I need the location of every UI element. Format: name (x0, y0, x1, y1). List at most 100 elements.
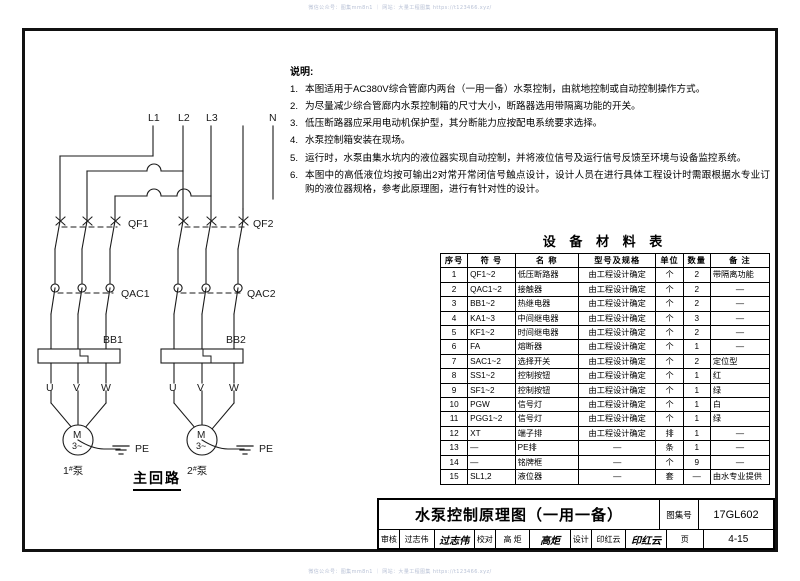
cell-no: 6 (439, 339, 469, 355)
pe-label-2: PE (259, 443, 273, 455)
cell-name: 铭牌框 (514, 454, 579, 471)
terminal-label-u2: U (169, 382, 177, 394)
cell-rem: — (709, 339, 771, 355)
cell-name: 控制按钮 (514, 382, 579, 399)
cell-sym: — (467, 440, 516, 456)
cell-spec: 由工程设计确定 (577, 382, 657, 399)
cell-unit: 个 (655, 281, 684, 298)
design-label: 设计 (571, 530, 592, 548)
cell-unit: 个 (655, 454, 684, 471)
cell-spec: 由工程设计确定 (577, 281, 657, 298)
cell-spec: — (577, 454, 657, 471)
cell-name: 热继电器 (514, 296, 579, 312)
col-header-rem: 备 注 (709, 252, 771, 269)
cell-no: 2 (439, 281, 469, 298)
phase-label-l2: L2 (178, 112, 190, 124)
cell-spec: — (577, 469, 657, 485)
pe-label-1: PE (135, 443, 149, 455)
cell-name: 液位器 (514, 469, 579, 485)
cell-name: 低压断路器 (514, 267, 579, 283)
cell-rem: — (709, 425, 771, 442)
phase-label-l3: L3 (206, 112, 218, 124)
note-number: 5. (290, 152, 299, 164)
note-text: 本图中的高低液位均按可输出2对常开常闭信号触点设计，设计人员在进行具体工程设计时… (305, 169, 770, 196)
cell-qty: 1 (682, 368, 711, 384)
cell-no: 4 (439, 310, 469, 327)
drawing-frame: L1 L2 L3 N QF1 QF2 QAC1 QAC2 BB1 BB2 U V… (22, 28, 778, 552)
note-text: 本图适用于AC380V综合管廊内两台（一用一备）水泵控制，由就地控制或自动控制操… (305, 84, 706, 96)
note-text: 低压断路器应采用电动机保护型，其分断能力应按配电系统要求选择。 (305, 118, 603, 130)
pump-label-2: 2#泵 (187, 465, 208, 477)
notes-title: 说明: (290, 67, 314, 78)
review-label: 审核 (379, 530, 400, 548)
terminal-label-w2: W (229, 382, 239, 394)
phase-label-l1: L1 (148, 112, 160, 124)
cell-unit: 套 (655, 469, 684, 485)
cell-unit: 个 (655, 339, 684, 355)
cell-no: 7 (439, 353, 469, 370)
note-number: 6. (290, 169, 299, 181)
cell-unit: 个 (655, 310, 684, 327)
cell-rem: — (709, 454, 771, 471)
cell-qty: 2 (682, 281, 711, 298)
cell-unit: 个 (655, 325, 684, 341)
cell-name: 接触器 (514, 281, 579, 298)
page-value: 4-15 (728, 533, 749, 545)
page-label: 页 (667, 530, 704, 548)
review-signature: 过志伟 (435, 530, 475, 548)
note-number: 3. (290, 118, 299, 130)
note-text: 运行时，水泵由集水坑内的液位器实现自动控制，并将液位信号及运行信号反馈至环境与设… (305, 152, 747, 164)
note-number: 1. (290, 84, 299, 96)
review-name: 过志伟 (400, 530, 435, 548)
cell-spec: 由工程设计确定 (577, 353, 657, 370)
breaker-label-qf1: QF1 (128, 218, 149, 230)
cell-sym: KF1~2 (467, 325, 516, 341)
schematic-caption: 主回路 (133, 468, 181, 491)
cell-qty: 9 (682, 454, 711, 471)
note-number: 4. (290, 135, 299, 147)
table-header-row: 序号 符 号 名 称 型号及规格 单位 数量 备 注 (439, 252, 771, 269)
cell-no: 13 (439, 440, 469, 456)
cell-spec: — (577, 440, 657, 456)
note-item: 3. 低压断路器应采用电动机保护型，其分断能力应按配电系统要求选择。 (290, 117, 770, 132)
note-item: 1. 本图适用于AC380V综合管廊内两台（一用一备）水泵控制，由就地控制或自动控… (290, 83, 770, 98)
note-number: 2. (290, 101, 299, 113)
cell-name: PE排 (514, 440, 579, 456)
col-header-qty: 数量 (682, 252, 711, 269)
col-header-sym: 符 号 (467, 252, 516, 269)
cell-spec: 由工程设计确定 (577, 267, 657, 283)
cell-qty: 2 (682, 267, 711, 283)
cell-spec: 由工程设计确定 (577, 296, 657, 312)
cell-rem: — (709, 440, 771, 456)
design-name: 印红云 (592, 530, 627, 548)
main-circuit-schematic: L1 L2 L3 N QF1 QF2 QAC1 QAC2 BB1 BB2 U V… (25, 31, 295, 501)
cell-no: 1 (439, 267, 469, 283)
cell-no: 10 (439, 397, 469, 413)
cell-no: 5 (439, 325, 469, 341)
cell-unit: 个 (655, 296, 684, 312)
cell-qty: 1 (682, 411, 711, 427)
cell-name: 信号灯 (514, 397, 579, 413)
cell-name: 选择开关 (514, 353, 579, 370)
cell-name: 熔断器 (514, 339, 579, 355)
cell-name: 信号灯 (514, 411, 579, 427)
col-header-no: 序号 (439, 252, 469, 269)
cell-rem: 绿 (709, 382, 771, 399)
check-label: 校对 (475, 530, 496, 548)
cell-spec: 由工程设计确定 (577, 425, 657, 442)
cell-rem: — (709, 281, 771, 298)
terminal-label-w1: W (101, 382, 111, 394)
cell-no: 8 (439, 368, 469, 384)
cell-unit: 个 (655, 368, 684, 384)
check-signature: 高炬 (530, 530, 571, 548)
cell-sym: QAC1~2 (467, 281, 516, 298)
cell-rem: 定位型 (709, 353, 771, 370)
